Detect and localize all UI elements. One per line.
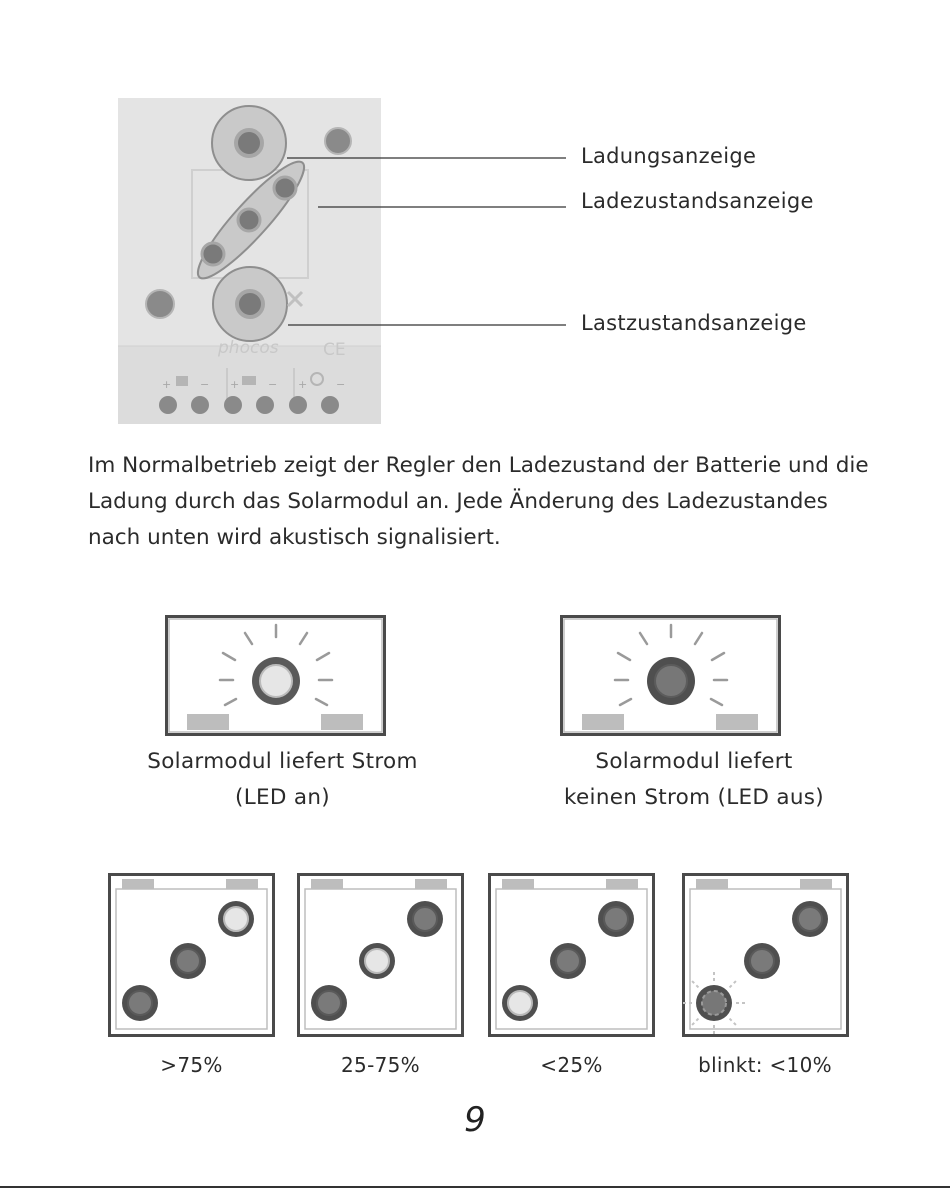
solar-on-caption-line2: (LED an) — [235, 785, 330, 810]
battery-level-panel-25-75 — [297, 873, 464, 1037]
label-load-indicator: Lastzustandsanzeige — [581, 311, 807, 335]
page-number: 9 — [464, 1100, 486, 1140]
solar-on-caption: Solarmodul liefert Strom (LED an) — [110, 744, 455, 816]
battery-level-panel-75 — [108, 873, 275, 1037]
solar-on-caption-line1: Solarmodul liefert Strom — [147, 749, 418, 774]
svg-text:−: − — [200, 378, 209, 391]
battery-level-panel-under-25 — [488, 873, 655, 1037]
solar-off-caption-line2: keinen Strom (LED aus) — [564, 785, 824, 810]
svg-text:+: + — [298, 378, 307, 391]
load-led — [235, 289, 265, 319]
status-led-top-right — [324, 127, 352, 155]
charge-led — [234, 128, 264, 158]
level-label-under-25: <25% — [540, 1053, 603, 1077]
level-label-25-75: 25-75% — [341, 1053, 420, 1077]
svg-text:−: − — [268, 378, 277, 391]
level-label-under-10: blinkt: <10% — [698, 1053, 832, 1077]
solar-panel-led-on — [165, 615, 386, 736]
brand-logo: phocos — [217, 338, 279, 358]
controller-illustration: phocos CE + − + − + − — [118, 98, 381, 424]
page-bottom-rule — [0, 1186, 950, 1188]
soc-led-middle — [236, 207, 262, 233]
description-paragraph: Im Normalbetrieb zeigt der Regler den La… — [88, 453, 869, 550]
soc-led-top — [272, 175, 298, 201]
blink-rays — [682, 971, 746, 1035]
solar-panel-led-off — [560, 615, 781, 736]
svg-text:−: − — [336, 378, 345, 391]
solar-off-caption-line1: Solarmodul liefert — [595, 749, 793, 774]
label-charge-indicator: Ladungsanzeige — [581, 144, 757, 168]
status-led-left — [145, 289, 175, 319]
svg-text:+: + — [162, 378, 171, 391]
ce-mark: CE — [323, 340, 346, 360]
level-label-75: >75% — [160, 1053, 223, 1077]
svg-text:+: + — [230, 378, 239, 391]
callout-lines — [287, 157, 566, 326]
label-state-of-charge-indicator: Ladezustandsanzeige — [581, 189, 814, 213]
battery-level-panel-under-10 — [682, 873, 849, 1037]
solar-off-caption: Solarmodul liefert keinen Strom (LED aus… — [520, 744, 868, 816]
terminal-row — [159, 396, 339, 414]
soc-led-bottom — [200, 241, 226, 267]
